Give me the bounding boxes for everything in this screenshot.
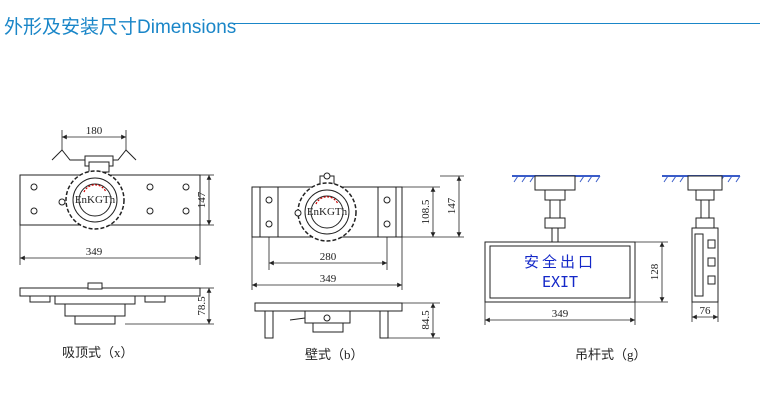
wall-mount-caption: 壁式（b） — [305, 347, 364, 362]
pendant-mount-caption: 吊杆式（g） — [575, 347, 647, 362]
wall-dim-width-label: 349 — [320, 273, 337, 285]
pendant-dim-349 — [484, 302, 636, 325]
pendant-dim-height-label: 128 — [649, 263, 661, 280]
ceiling-mount-front-view — [19, 149, 201, 230]
wall-dim-inner-height-label: 108.5 — [420, 199, 432, 224]
wall-dim-depth-label: 84.5 — [420, 310, 432, 330]
pendant-side-view — [662, 175, 741, 303]
ceiling-dim-147 — [200, 174, 214, 226]
ceiling-dim-78-5 — [125, 287, 214, 325]
wall-dim-108-5 — [396, 186, 440, 238]
exit-sign-en: EXIT — [542, 273, 578, 291]
pendant-dim-width-label: 349 — [552, 308, 569, 320]
exit-sign-cn: 安全出口 — [524, 253, 596, 271]
title-rule — [232, 23, 760, 24]
ceiling-lamp-label: EnKGTh — [75, 194, 116, 206]
ceiling-dim-349 — [19, 225, 201, 265]
ceiling-dim-width-label: 349 — [86, 246, 103, 258]
pendant-dim-76 — [691, 302, 719, 322]
wall-lamp-label: EnKGTh — [307, 206, 348, 218]
pendant-dim-128 — [635, 241, 668, 303]
wall-mount-front-view — [251, 172, 403, 242]
section-header: 外形及安装尺寸Dimensions — [0, 0, 760, 42]
pendant-front-view: 安全出口 EXIT — [484, 175, 636, 303]
wall-dim-280 — [268, 237, 388, 270]
section-title: 外形及安装尺寸Dimensions — [4, 17, 237, 38]
ceiling-dim-depth-label: 78.5 — [196, 296, 208, 316]
ceiling-mount-side-view — [19, 282, 201, 325]
wall-dim-height-label: 147 — [446, 197, 458, 214]
wall-dim-84-5 — [388, 302, 440, 339]
wall-dim-147 — [440, 175, 464, 238]
ceiling-dim-height-label: 147 — [196, 191, 208, 208]
ceiling-dim-180 — [61, 130, 127, 150]
ceiling-dim-top-label: 180 — [86, 125, 103, 137]
wall-mount-side-view — [254, 302, 403, 339]
wall-dim-inner-width-label: 280 — [320, 251, 337, 263]
pendant-dim-side-label: 76 — [700, 305, 712, 317]
wall-dim-349 — [251, 237, 403, 290]
ceiling-mount-caption: 吸顶式（x） — [62, 345, 134, 360]
